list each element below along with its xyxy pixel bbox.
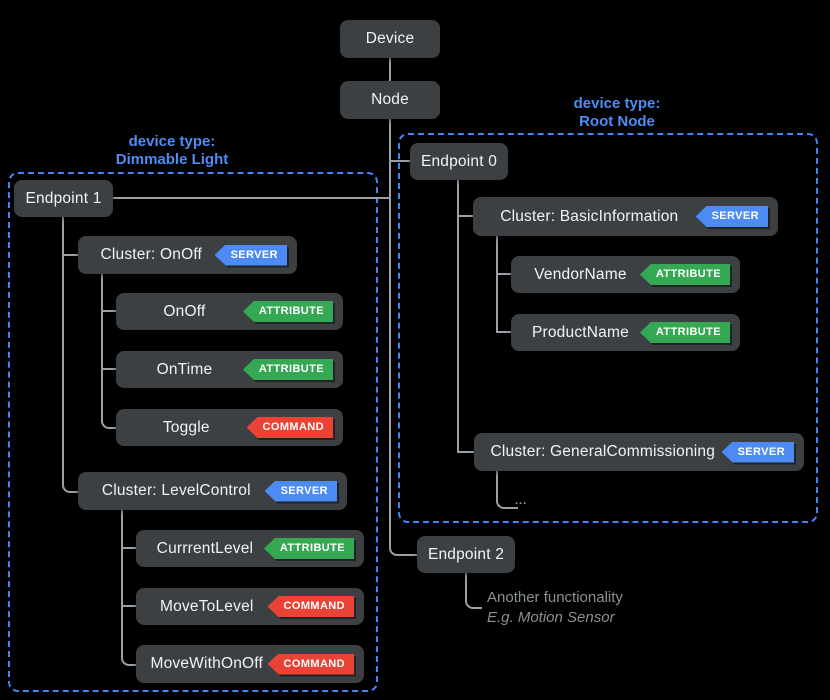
connector-cluster-commissioning-branch xyxy=(459,451,474,453)
connector-productname-branch xyxy=(498,331,511,333)
connector-movewithonoff-corner xyxy=(121,656,136,666)
connector-endpoint1-vertical xyxy=(62,217,64,483)
connector-cluster-onoff-branch xyxy=(64,254,78,256)
group-label-root-node: device type: Root Node xyxy=(500,95,734,131)
movewithonoff-command-box: MoveWithOnOff COMMAND xyxy=(136,645,364,683)
server-badge-text: SERVER xyxy=(695,206,768,227)
node-label: Node xyxy=(371,91,409,108)
attribute-badge: ATTRIBUTE xyxy=(263,538,354,559)
attribute-badge-text: ATTRIBUTE xyxy=(639,264,730,285)
command-badge-text: COMMAND xyxy=(246,417,333,438)
connector-onoff-children-vertical xyxy=(101,274,103,420)
connector-trunk-endpoint2-corner xyxy=(389,546,419,556)
connector-commissioning-ellipsis-corner xyxy=(496,471,518,509)
cluster-onoff-box: Cluster: OnOff SERVER xyxy=(78,236,297,274)
command-badge: COMMAND xyxy=(267,653,354,675)
endpoint2-note: Another functionality E.g. Motion Sensor xyxy=(487,588,623,628)
productname-label: ProductName xyxy=(531,323,629,341)
attribute-badge: ATTRIBUTE xyxy=(242,301,333,322)
connector-cluster-level-corner xyxy=(62,483,78,493)
group-label-line2: Dimmable Light xyxy=(115,151,229,168)
connector-onoff-attribute-branch xyxy=(103,310,116,312)
group-label-line1: device type: xyxy=(573,95,661,112)
attribute-badge-text: ATTRIBUTE xyxy=(639,322,730,343)
attribute-badge-text: ATTRIBUTE xyxy=(242,359,333,380)
connector-ontime-branch xyxy=(103,368,116,370)
productname-box: ProductName ATTRIBUTE xyxy=(511,314,740,351)
movewithonoff-command-label: MoveWithOnOff xyxy=(150,655,264,672)
server-badge: SERVER xyxy=(695,206,768,227)
endpoint-1-label: Endpoint 1 xyxy=(25,189,102,207)
toggle-command-label: Toggle xyxy=(162,418,210,436)
attribute-badge-text: ATTRIBUTE xyxy=(263,538,354,559)
onoff-attribute-box: OnOff ATTRIBUTE xyxy=(116,293,343,330)
server-badge: SERVER xyxy=(721,441,794,463)
command-badge: COMMAND xyxy=(267,596,354,617)
vendorname-box: VendorName ATTRIBUTE xyxy=(511,256,740,293)
ontime-attribute-box: OnTime ATTRIBUTE xyxy=(116,351,343,388)
ontime-attribute-label: OnTime xyxy=(156,360,213,378)
attribute-badge-text: ATTRIBUTE xyxy=(242,301,333,322)
group-label-line1: device type: xyxy=(128,133,216,150)
device-box: Device xyxy=(340,20,440,58)
currrentlevel-attribute-box: CurrrentLevel ATTRIBUTE xyxy=(136,530,364,567)
dimmable-light-group-outline xyxy=(8,172,378,692)
connector-cluster-basic-branch xyxy=(459,215,473,217)
endpoint-2-box: Endpoint 2 xyxy=(417,536,515,573)
ellipsis-label: ... xyxy=(515,495,528,507)
device-label: Device xyxy=(365,30,415,47)
server-badge-text: SERVER xyxy=(264,480,337,502)
group-label-line2: Root Node xyxy=(579,113,655,130)
command-badge: COMMAND xyxy=(246,417,333,438)
connector-endpoint0-branch xyxy=(391,160,410,162)
command-badge-text: COMMAND xyxy=(267,653,354,675)
root-node-group-outline xyxy=(398,133,818,523)
server-badge: SERVER xyxy=(264,480,337,502)
cluster-basicinformation-label: Cluster: BasicInformation xyxy=(500,207,679,225)
movetolevel-command-box: MoveToLevel COMMAND xyxy=(136,588,364,625)
endpoint-0-label: Endpoint 0 xyxy=(420,152,498,170)
connector-endpoint0-vertical xyxy=(457,180,459,453)
connector-device-node xyxy=(389,58,391,81)
connector-vendorname-branch xyxy=(498,273,511,275)
cluster-basicinformation-box: Cluster: BasicInformation SERVER xyxy=(473,197,778,236)
connector-trunk xyxy=(389,119,391,546)
endpoint2-note-line1: Another functionality xyxy=(487,589,623,606)
endpoint2-note-line2: E.g. Motion Sensor xyxy=(487,609,615,626)
cluster-generalcommissioning-label: Cluster: GeneralCommissioning xyxy=(490,443,716,460)
currrentlevel-attribute-label: CurrrentLevel xyxy=(156,539,254,557)
endpoint-2-label: Endpoint 2 xyxy=(427,545,505,563)
attribute-badge: ATTRIBUTE xyxy=(639,322,730,343)
cluster-generalcommissioning-box: Cluster: GeneralCommissioning SERVER xyxy=(474,433,804,471)
toggle-command-box: Toggle COMMAND xyxy=(116,409,343,446)
connector-endpoint1-branch xyxy=(113,197,389,199)
attribute-badge: ATTRIBUTE xyxy=(242,359,333,380)
endpoint-0-box: Endpoint 0 xyxy=(410,143,508,180)
onoff-attribute-label: OnOff xyxy=(163,302,206,320)
server-badge-text: SERVER xyxy=(214,244,287,266)
connector-movetolevel-branch xyxy=(123,605,136,607)
endpoint-1-box: Endpoint 1 xyxy=(14,180,113,217)
command-badge-text: COMMAND xyxy=(267,596,354,617)
connector-currrentlevel-branch xyxy=(123,547,136,549)
connector-level-children-vertical xyxy=(121,510,123,656)
movetolevel-command-label: MoveToLevel xyxy=(160,597,254,615)
connector-basic-children-vertical xyxy=(496,236,498,333)
cluster-levelcontrol-label: Cluster: LevelControl xyxy=(101,482,251,499)
cluster-levelcontrol-box: Cluster: LevelControl SERVER xyxy=(78,472,347,510)
cluster-onoff-label: Cluster: OnOff xyxy=(100,246,203,263)
server-badge: SERVER xyxy=(214,244,287,266)
node-box: Node xyxy=(340,81,440,119)
group-label-dimmable-light: device type: Dimmable Light xyxy=(55,133,289,169)
connector-toggle-corner xyxy=(101,420,116,429)
server-badge-text: SERVER xyxy=(721,441,794,463)
connector-endpoint2-note-corner xyxy=(465,573,482,609)
vendorname-label: VendorName xyxy=(534,265,627,283)
attribute-badge: ATTRIBUTE xyxy=(639,264,730,285)
